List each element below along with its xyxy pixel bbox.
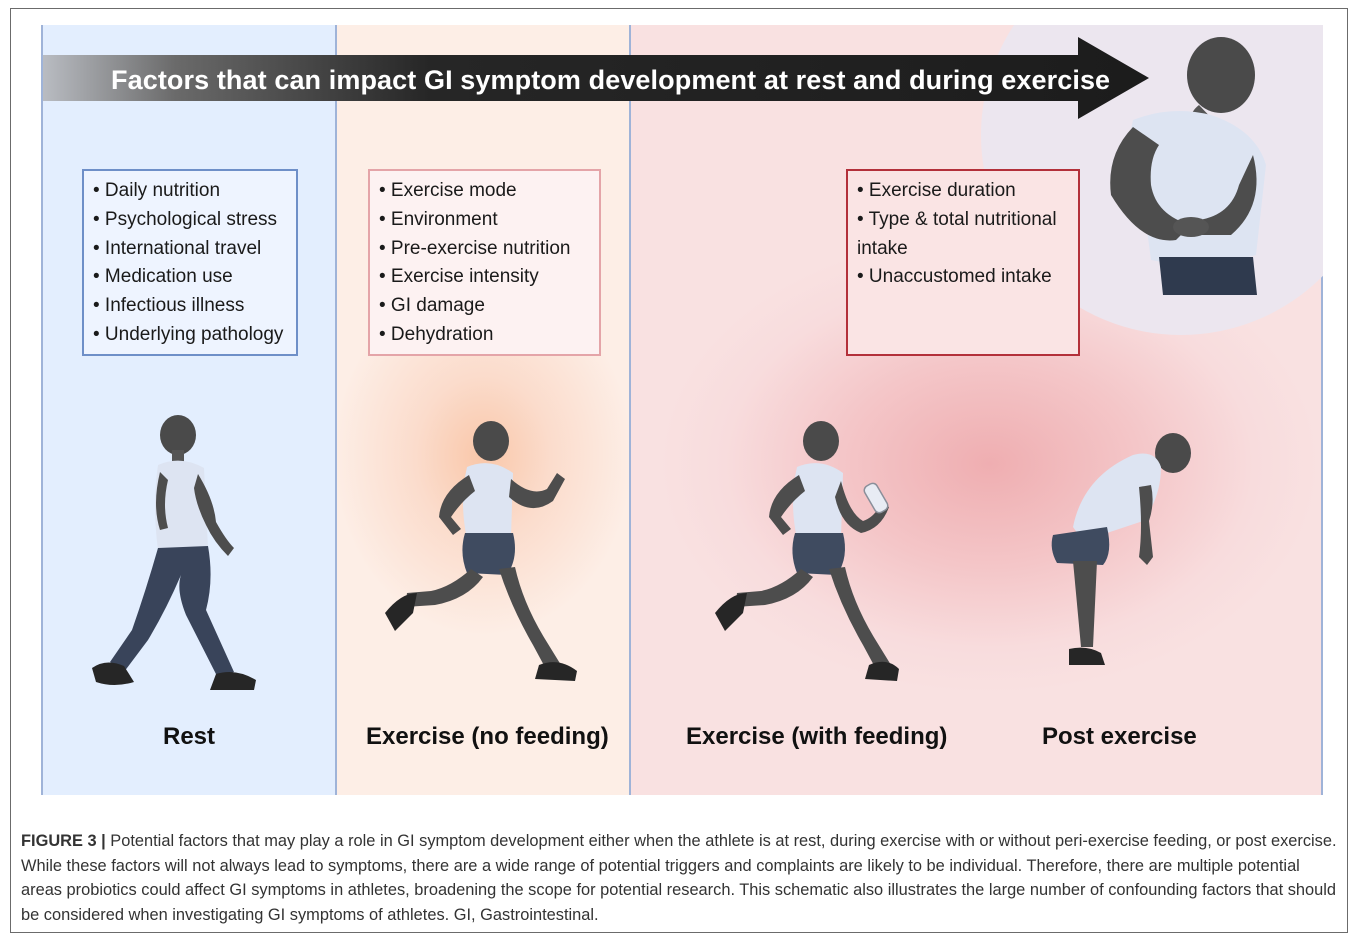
factors-exercise-no-feeding: • Exercise mode • Environment • Pre-exer… [368, 169, 601, 356]
factor-item: • Exercise duration [857, 180, 1016, 201]
factors-exercise-with-feeding: • Exercise duration • Type & total nutri… [846, 169, 1080, 356]
panel-exercise-no-feeding [337, 25, 631, 795]
factor-item: • International travel [93, 237, 262, 259]
factor-item: • Daily nutrition [93, 180, 221, 201]
panel-rest [41, 25, 337, 795]
caption-text: Potential factors that may play a role i… [21, 832, 1337, 924]
factor-item: • Exercise intensity [379, 266, 539, 288]
factor-item: • Environment [379, 208, 498, 230]
factor-item: • Medication use [93, 266, 233, 288]
walking-person-icon [92, 415, 256, 690]
factor-item: • Psychological stress [93, 208, 278, 230]
phase-label-rest: Rest [163, 723, 216, 750]
factor-item: • GI damage [379, 295, 485, 317]
right-arrow-icon [43, 37, 1149, 119]
factor-item: • Exercise mode [379, 180, 517, 201]
factor-item: • Underlying pathology [93, 323, 284, 345]
factor-item: • Unaccustomed intake [857, 266, 1052, 288]
running-person-with-bottle-icon [715, 421, 899, 681]
running-person-icon [385, 421, 577, 681]
bent-over-person-icon [1051, 433, 1191, 665]
figure-caption: FIGURE 3 | Potential factors that may pl… [21, 829, 1339, 927]
phase-label-exercise-with-feeding: Exercise (with feeding) [686, 723, 948, 750]
factor-item: • Type & total nutritional intake [857, 208, 1057, 259]
factor-item: • Infectious illness [93, 295, 245, 317]
person-holding-stomach-icon [1110, 37, 1266, 295]
phase-label-exercise-no-feeding: Exercise (no feeding) [366, 723, 609, 750]
phase-label-post-exercise: Post exercise [1042, 723, 1197, 750]
factors-rest: • Daily nutrition • Psychological stress… [82, 169, 298, 356]
banner-title: Factors that can impact GI symptom devel… [111, 65, 1111, 95]
caption-label: FIGURE 3 | [21, 832, 106, 850]
factor-item: • Pre-exercise nutrition [379, 237, 571, 259]
schematic: Factors that can impact GI symptom devel… [41, 25, 1323, 795]
factor-item: • Dehydration [379, 323, 494, 345]
banner: Factors that can impact GI symptom devel… [41, 37, 1151, 119]
outer-border [10, 8, 1348, 933]
